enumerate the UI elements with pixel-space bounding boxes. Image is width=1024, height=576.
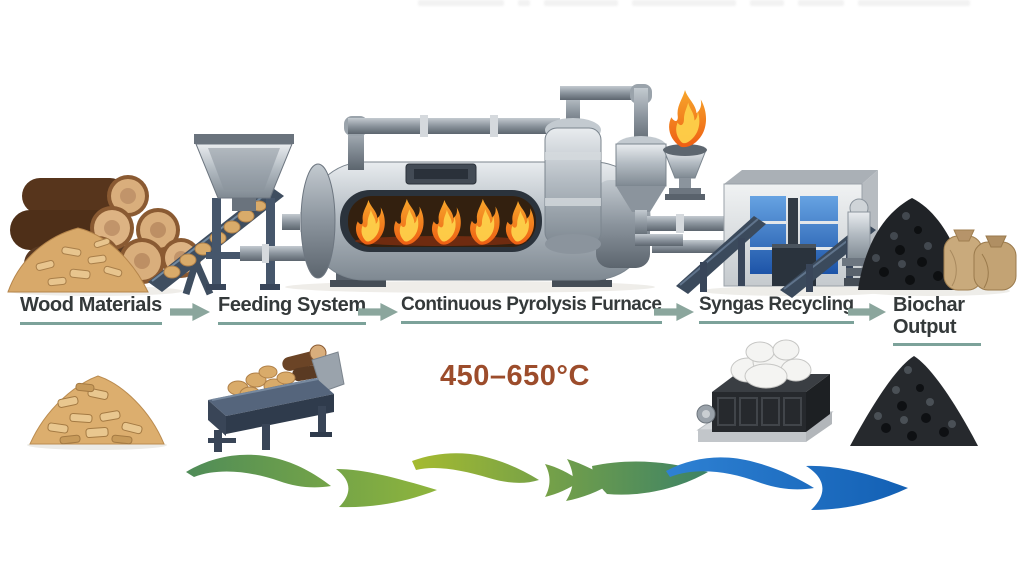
condenser-vessel bbox=[544, 118, 602, 254]
title-fragment bbox=[858, 0, 970, 6]
wood-chip-pile bbox=[7, 227, 149, 293]
biochar-mound-icon bbox=[850, 356, 978, 446]
flow-arrow-green bbox=[186, 454, 437, 508]
step-label-wood-materials: Wood Materials bbox=[20, 294, 162, 325]
step-label-feeding-system: Feeding System bbox=[218, 294, 366, 325]
cyclone-vessel bbox=[615, 136, 683, 246]
wood-chips-pile-icon bbox=[27, 375, 167, 450]
title-fragment bbox=[418, 0, 504, 6]
step-label-biochar-output: Biochar Output bbox=[893, 294, 981, 347]
overhead-pipes bbox=[344, 84, 726, 253]
temperature-label: 450–650°C bbox=[440, 360, 590, 392]
furnace-flames bbox=[355, 199, 535, 246]
title-fragment bbox=[798, 0, 844, 6]
flare-stack bbox=[663, 90, 707, 200]
title-fragment bbox=[632, 0, 736, 6]
feed-hopper bbox=[194, 134, 294, 290]
white-bags bbox=[730, 339, 812, 389]
flow-arrow-green-teal bbox=[412, 453, 708, 501]
cropped-title-remnant bbox=[418, 0, 1024, 9]
step-label-syngas-recycling: Syngas Recycling bbox=[699, 294, 854, 324]
bagged-syngas-output-icon bbox=[696, 339, 834, 442]
feeding-trough-icon bbox=[208, 344, 345, 452]
title-fragment bbox=[544, 0, 618, 6]
title-fragment bbox=[518, 0, 530, 6]
discharge-unit bbox=[842, 198, 876, 286]
flare-flame bbox=[669, 90, 707, 148]
biochar-sacks bbox=[943, 229, 1017, 291]
title-fragment bbox=[750, 0, 784, 6]
flow-arrow-blue bbox=[666, 457, 908, 510]
step-label-pyrolysis-furnace: Continuous Pyrolysis Furnace bbox=[401, 294, 662, 324]
